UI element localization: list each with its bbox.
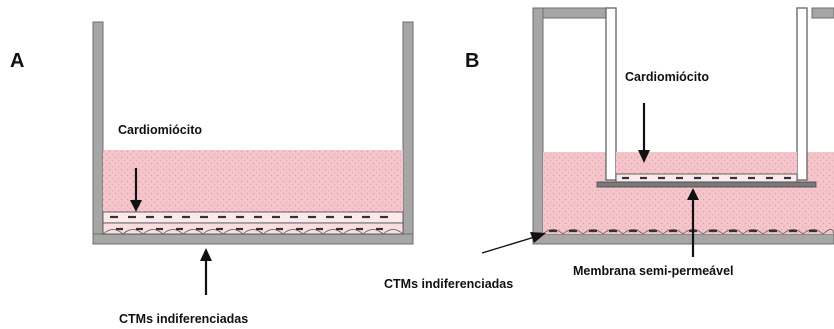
- panel-a-cardiomyocyte-layer: [102, 211, 404, 224]
- panel-b-membrane: [596, 181, 817, 188]
- panel-a-letter: A: [10, 50, 24, 72]
- panel-a-stem-cell-label: CTMs indiferenciadas: [119, 312, 248, 326]
- panel-b-cardiomyocyte-layer: [615, 173, 798, 183]
- panel-a-stem-cell-layer: [102, 222, 404, 235]
- panel-a-cardiomyocyte-label: Cardiomiócito: [118, 123, 202, 137]
- panel-b-cardiomyocyte-label: Cardiomiócito: [625, 70, 709, 84]
- panel-b-membrane-label: Membrana semi-permeável: [573, 264, 734, 278]
- panel-a-cardiomyocyte-arrow: [130, 168, 142, 212]
- panel-b-letter: B: [465, 50, 479, 72]
- panel-b: B: [384, 7, 834, 291]
- panel-a-stem-cell-arrow: [200, 248, 212, 295]
- panel-b-stem-cell-label: CTMs indiferenciadas: [384, 277, 513, 291]
- panel-b-insert: [542, 7, 834, 181]
- panel-b-stem-cell-arrow: [481, 232, 546, 254]
- panel-a: A: [10, 21, 414, 326]
- panel-b-membrane-arrow: [687, 188, 699, 257]
- panel-b-cardiomyocyte-arrow: [638, 103, 650, 163]
